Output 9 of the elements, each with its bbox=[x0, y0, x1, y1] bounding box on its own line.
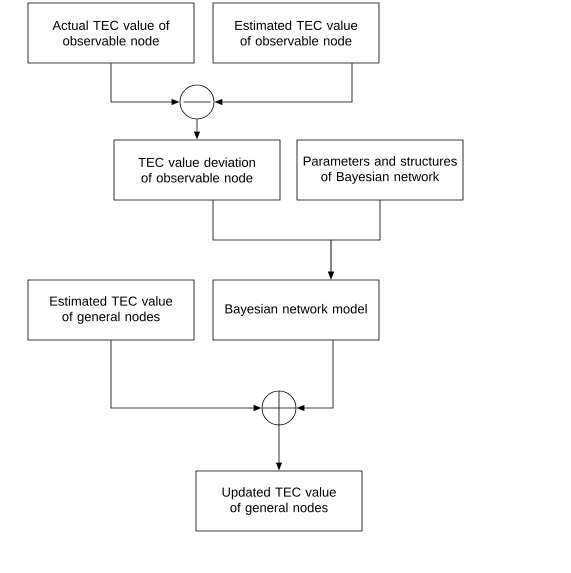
process-box: Updated TEC value of general nodes bbox=[196, 470, 362, 532]
minus-circle bbox=[180, 84, 214, 120]
process-box: Estimated TEC value of general nodes bbox=[28, 280, 194, 340]
process-box: Estimated TEC value of observable node bbox=[212, 2, 380, 64]
process-box: Parameters and structures of Bayesian network bbox=[296, 140, 464, 200]
process-box: Actual TEC value of observable node bbox=[28, 2, 194, 64]
plus-circle bbox=[262, 390, 296, 426]
process-box: Bayesian network model bbox=[212, 280, 380, 340]
process-box: TEC value deviation of observable node bbox=[114, 140, 280, 200]
